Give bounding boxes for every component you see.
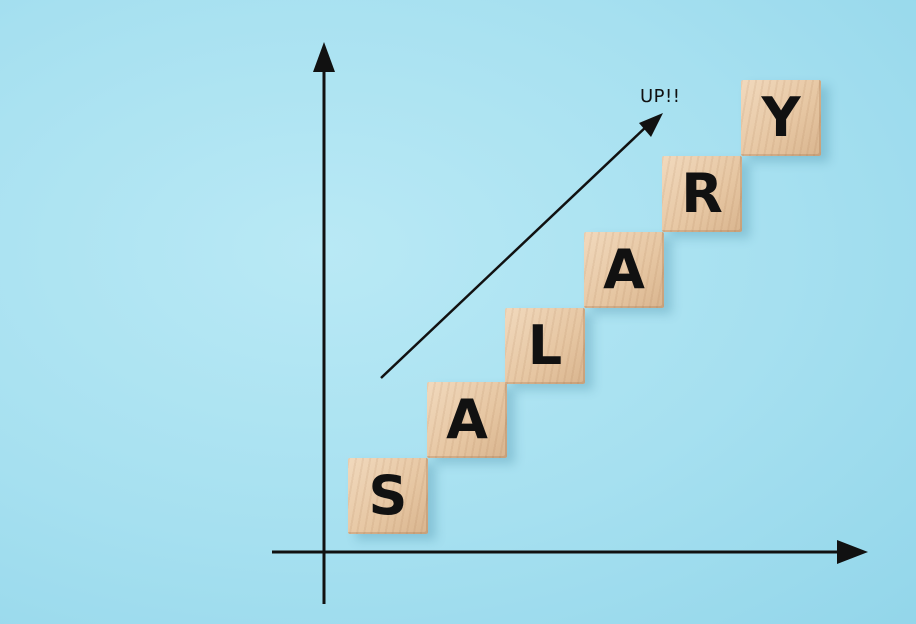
block-letter-l: L	[505, 308, 585, 384]
block-letter: S	[368, 464, 408, 527]
block-letter: L	[527, 314, 563, 377]
trend-arrow-line	[380, 124, 649, 379]
block-letter-a-2: A	[584, 232, 664, 308]
block-letter: R	[681, 162, 723, 225]
block-letter-a-1: A	[427, 382, 507, 458]
block-letter-y: Y	[741, 80, 821, 156]
block-letter-s: S	[348, 458, 428, 534]
block-letter: A	[603, 238, 645, 301]
block-letter: A	[446, 388, 488, 451]
x-axis-arrowhead	[837, 540, 868, 564]
y-axis-arrowhead	[313, 42, 335, 72]
up-annotation: UP!!	[640, 86, 681, 107]
trend-arrowhead	[639, 113, 663, 137]
block-letter-r: R	[662, 156, 742, 232]
block-letter: Y	[761, 86, 801, 149]
